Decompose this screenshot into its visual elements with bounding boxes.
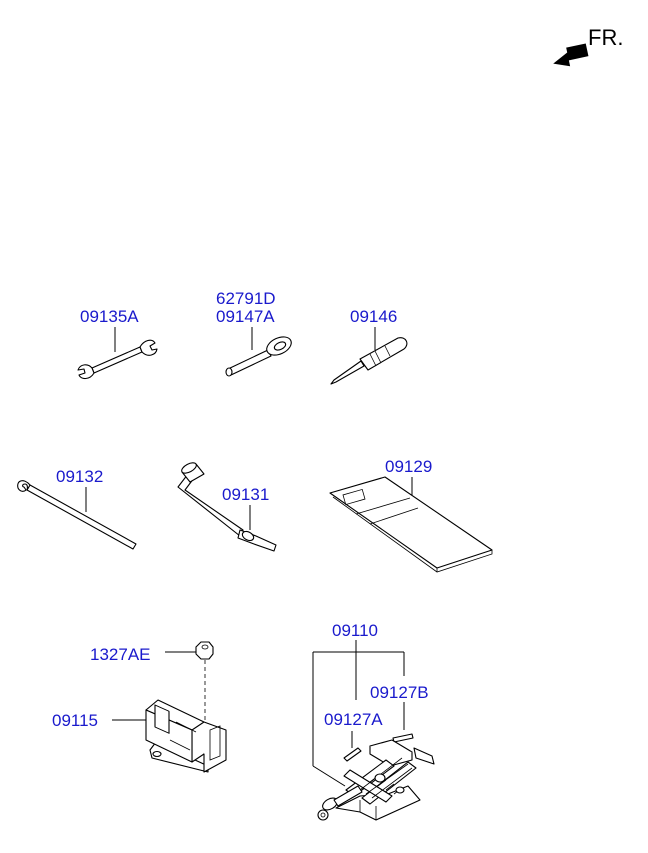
nut-part[interactable]: 1327AE xyxy=(90,641,214,722)
part-label-09132[interactable]: 09132 xyxy=(56,467,103,486)
lug-wrench-part[interactable]: 09131 xyxy=(177,461,277,552)
part-label-09131[interactable]: 09131 xyxy=(222,485,269,504)
front-direction-indicator: FR. xyxy=(553,25,623,67)
part-label-09110[interactable]: 09110 xyxy=(332,621,378,640)
bracket-icon xyxy=(145,699,227,773)
jack-assembly-part[interactable]: 09110 09127B 09127A xyxy=(312,621,435,821)
front-arrow-icon xyxy=(553,43,589,67)
rod-part[interactable]: 09132 xyxy=(17,467,137,550)
front-label: FR. xyxy=(588,25,623,50)
part-label-09146[interactable]: 09146 xyxy=(350,307,397,326)
leader-lines xyxy=(312,640,405,787)
scissor-jack-icon xyxy=(317,739,435,821)
part-label-1327AE[interactable]: 1327AE xyxy=(90,645,151,664)
nut-icon xyxy=(195,641,214,660)
wrench-part[interactable]: 09135A xyxy=(77,307,158,380)
jack-bracket-part[interactable]: 09115 xyxy=(52,699,227,773)
wrench-icon xyxy=(77,339,158,380)
rod-icon xyxy=(17,480,137,550)
handle-bar-icon xyxy=(225,336,292,377)
part-label-09127B[interactable]: 09127B xyxy=(370,683,429,702)
part-label-09129[interactable]: 09129 xyxy=(385,457,432,476)
lug-wrench-icon xyxy=(177,462,277,552)
screwdriver-icon xyxy=(330,337,408,385)
part-label-09135A[interactable]: 09135A xyxy=(80,307,139,326)
tool-bag-icon xyxy=(329,476,493,573)
tool-bag-part[interactable]: 09129 xyxy=(329,457,493,573)
part-label-09127A[interactable]: 09127A xyxy=(324,710,383,729)
part-label-62791D[interactable]: 62791D xyxy=(216,289,276,308)
handle-bar-part[interactable]: 62791D 09147A xyxy=(216,289,294,377)
part-label-09147A[interactable]: 09147A xyxy=(216,307,275,326)
part-label-09115[interactable]: 09115 xyxy=(52,711,98,730)
screwdriver-part[interactable]: 09146 xyxy=(330,307,408,385)
